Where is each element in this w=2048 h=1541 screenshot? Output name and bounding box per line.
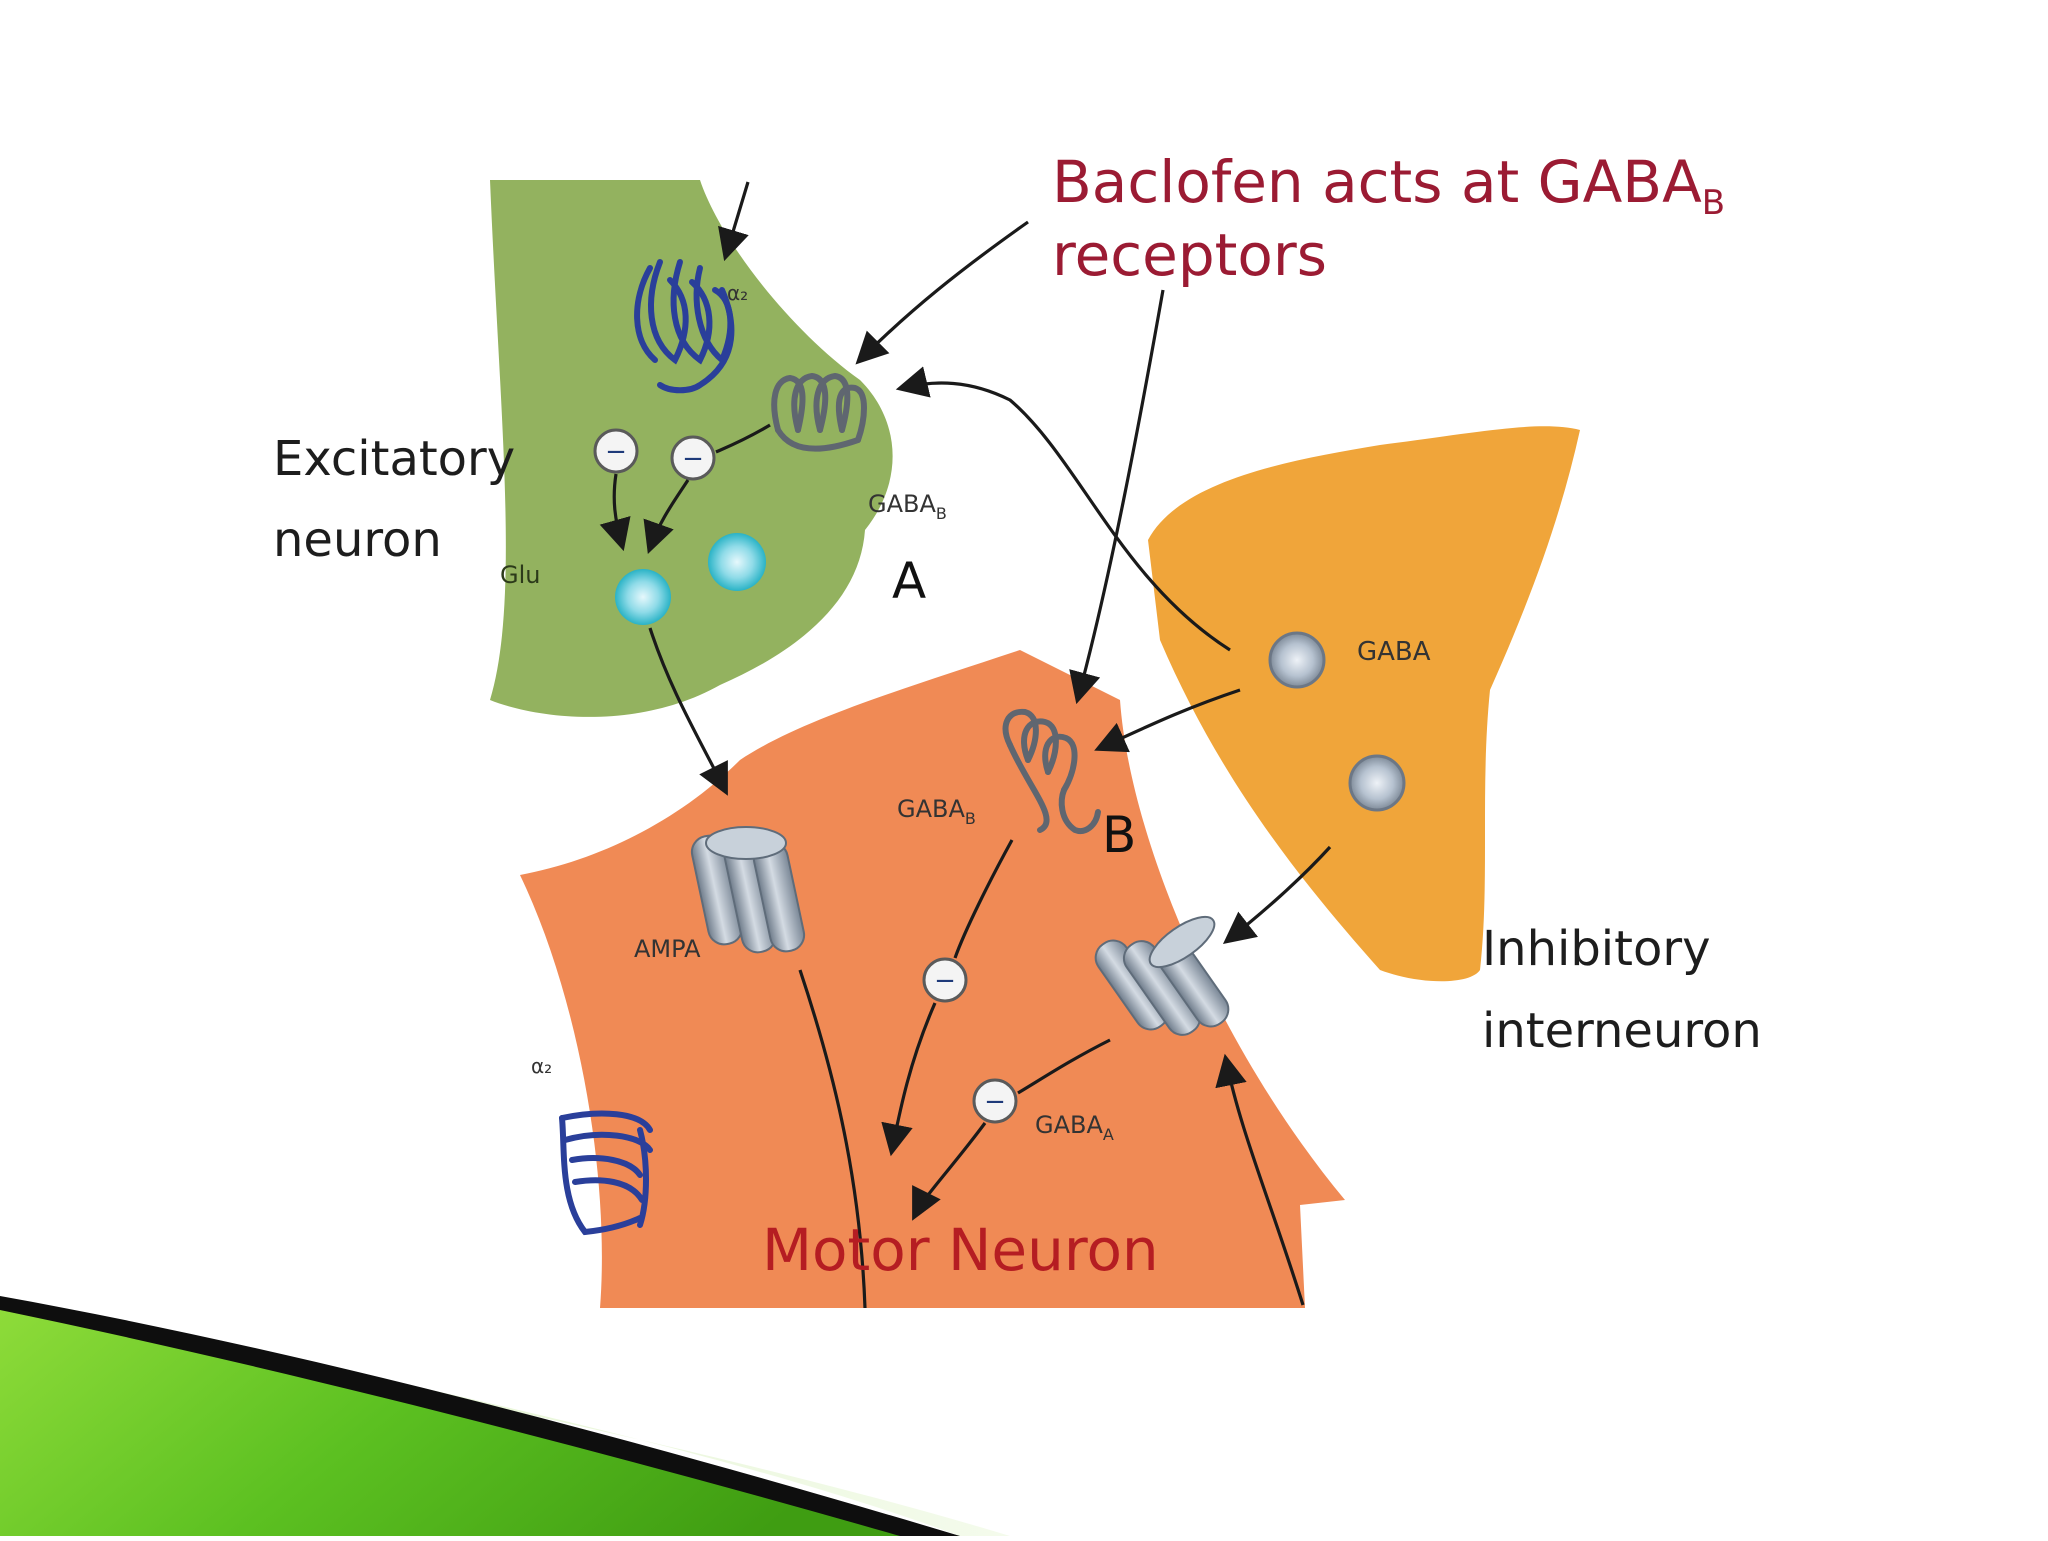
site-b-label: B [1102,806,1136,864]
arrow-gabaa-to-badge4 [1017,1038,1111,1095]
inhibition-badge-3: − [922,957,968,1003]
svg-text:−: − [605,437,627,467]
inhibition-badge-1: − [593,428,639,474]
excitatory-neuron-label-2: neuron [273,512,442,568]
alpha2-label-bottom: α₂ [531,1054,552,1078]
inhibition-badge-2: − [670,435,716,481]
gabaa-label: GABAA [1035,1111,1114,1144]
arrow-gaba-to-b [1094,688,1241,753]
alpha2-receptor-bottom-icon [559,1110,653,1236]
inhibitory-label-2: interneuron [1482,1003,1762,1059]
slide-decoration [0,1296,1010,1536]
svg-text:−: − [682,444,704,474]
svg-text:−: − [984,1087,1006,1117]
ampa-channel-icon [690,826,806,954]
arrow-interneuron-to-gabaa [1222,845,1332,944]
arrow-badge2-to-vesicle [643,479,690,555]
arrow-input-top [718,181,750,262]
gaba-label: GABA [1357,637,1431,667]
ampa-label: AMPA [634,935,701,963]
glu-label: Glu [500,561,540,589]
glu-vesicle [708,533,766,591]
gabab-b-label: GABAB [897,795,976,828]
arrows [599,181,1332,1309]
svg-text:−: − [934,966,956,996]
arrow-input-bottom [1215,1053,1305,1306]
inhibitory-neuron-body [1148,426,1580,982]
arrow-badge3-to-soma [881,1002,937,1157]
gaba-vesicle [1348,754,1406,812]
arrow-badge1-to-vesicle [599,473,631,552]
gabab-receptor-b-icon [1002,708,1101,834]
inhibitory-label-1: Inhibitory [1482,921,1710,977]
alpha2-receptor-top-icon [634,259,735,394]
arrow-vesicle-to-ampa [648,627,728,796]
motor-neuron-label: Motor Neuron [762,1216,1159,1284]
arrow-baclofen-to-a [855,220,1029,365]
glu-vesicle [615,569,671,625]
gaba-vesicle [1268,631,1326,689]
inhibition-badge-4: − [972,1078,1018,1124]
arrow-badge4-to-soma [912,1122,987,1221]
arrow-gabab-a-to-badges [715,423,771,454]
title-line-2: receptors [1052,221,1327,289]
arrow-gaba-to-a [895,366,1231,652]
arrow-gabab-b-to-badge3 [953,839,1014,959]
site-a-label: A [892,552,926,610]
alpha2-label-top: α₂ [727,281,748,305]
gabaa-channel-icon [1094,915,1230,1036]
axon-line [798,969,867,1309]
gabab-receptor-a-icon [771,372,867,452]
excitatory-neuron-label-1: Excitatory [273,431,515,487]
gabab-a-label: GABAB [868,490,947,523]
title-line-1: Baclofen acts at GABAB [1052,148,1725,223]
arrow-baclofen-to-b [1069,289,1165,705]
